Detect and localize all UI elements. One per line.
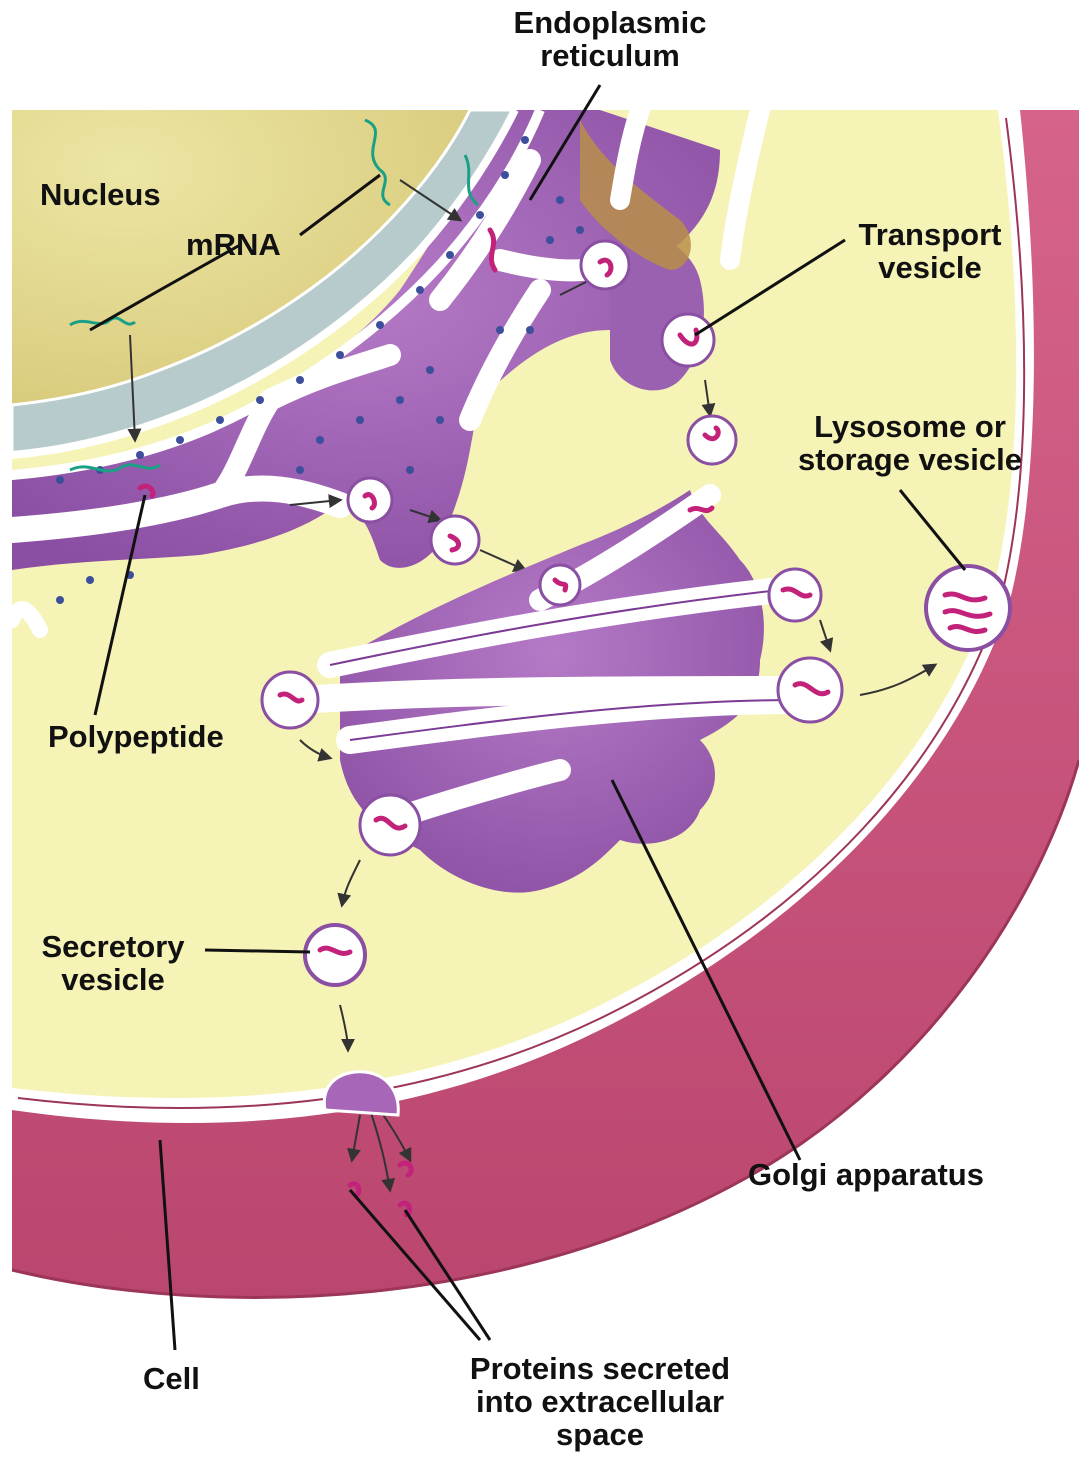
label-golgi-apparatus: Golgi apparatus xyxy=(748,1158,984,1191)
label-nucleus: Nucleus xyxy=(40,178,161,211)
label-mrna: mRNA xyxy=(186,228,281,261)
label-transport-vesicle: Transport vesicle xyxy=(830,218,1030,284)
label-cell: Cell xyxy=(143,1362,200,1395)
label-endoplasmic-reticulum: Endoplasmic reticulum xyxy=(475,6,745,72)
label-lysosome-storage-vesicle: Lysosome or storage vesicle xyxy=(765,410,1055,476)
label-polypeptide: Polypeptide xyxy=(48,720,224,753)
label-secretory-vesicle: Secretory vesicle xyxy=(18,930,208,996)
label-proteins-secreted: Proteins secreted into extracellular spa… xyxy=(420,1352,780,1451)
